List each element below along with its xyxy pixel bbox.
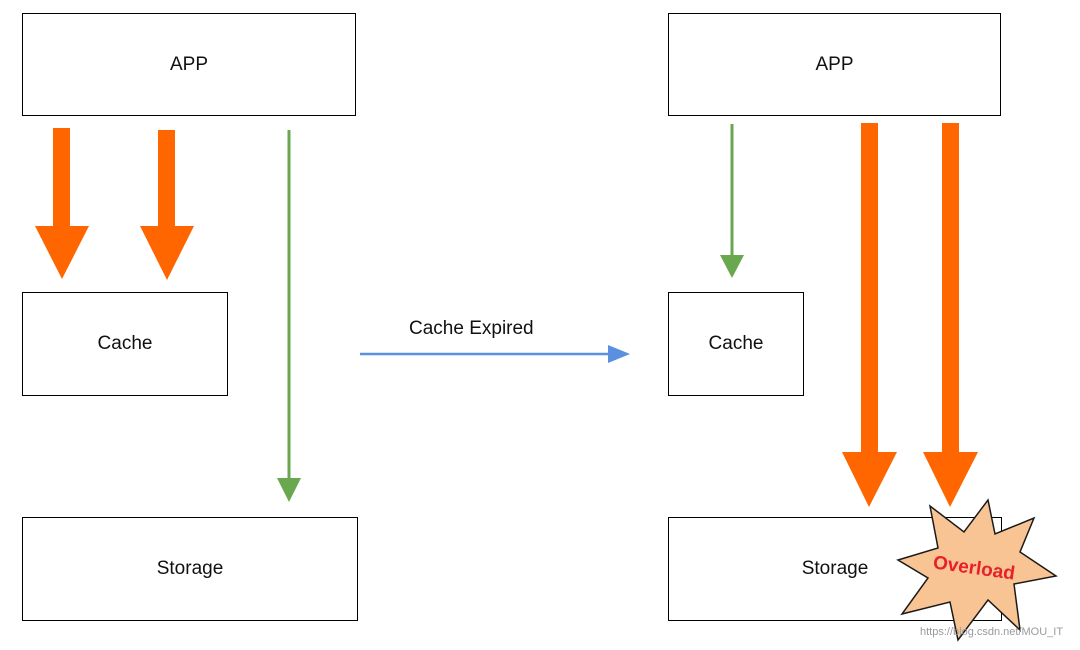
left-app-label: APP	[169, 53, 209, 75]
right-app-label: APP	[815, 53, 854, 75]
left-cache-label: Cache	[97, 333, 153, 354]
left-storage-label: Storage	[156, 558, 224, 579]
right-app-to-cache-arrow	[720, 124, 744, 278]
left-app-to-storage-arrow	[277, 130, 301, 502]
right-app-to-storage-arrow-1	[842, 123, 897, 507]
cache-expired-label: Cache Expired	[409, 318, 534, 339]
right-storage-label: Storage	[801, 558, 869, 579]
overload-burst: Overload	[896, 498, 1058, 642]
right-cache-label: Cache	[708, 333, 764, 354]
burst-shape	[896, 498, 1058, 642]
watermark: https://blog.csdn.net/MOU_IT	[920, 626, 1064, 638]
cache-expired-arrow	[360, 345, 630, 363]
left-app-box: APP	[22, 13, 356, 116]
left-app-to-cache-arrow-1	[35, 128, 89, 279]
left-app-to-cache-arrow-2	[140, 130, 194, 280]
left-storage-box: Storage	[22, 517, 358, 621]
left-cache-box: Cache	[22, 292, 228, 396]
right-app-box: APP	[668, 13, 1001, 116]
right-app-to-storage-arrow-2	[923, 123, 978, 507]
right-cache-box: Cache	[668, 292, 804, 396]
